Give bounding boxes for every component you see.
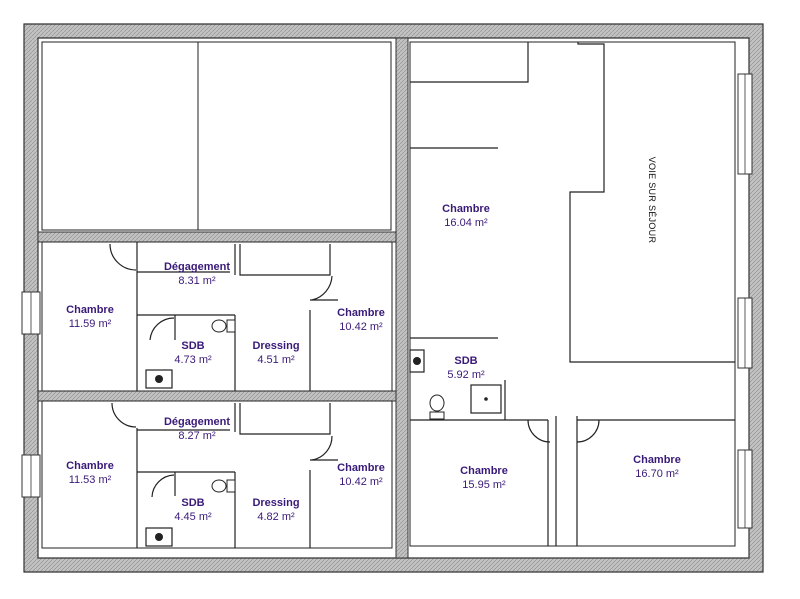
void-top-left <box>41 41 392 231</box>
toilet-icon <box>429 411 445 420</box>
upper-wall <box>37 231 397 243</box>
central-wall <box>395 37 409 559</box>
right-block-frame <box>409 41 736 547</box>
middle-wall <box>37 390 397 402</box>
toilet-icon <box>226 319 236 333</box>
exterior-wall <box>23 23 764 573</box>
upper-block-frame <box>41 241 393 392</box>
void-label: VOIE SUR SÉJOUR <box>647 156 657 244</box>
lower-block-walls <box>111 402 338 548</box>
right-block-walls <box>410 42 735 546</box>
lower-block-frame <box>41 400 393 549</box>
toilet-icon <box>226 479 236 493</box>
